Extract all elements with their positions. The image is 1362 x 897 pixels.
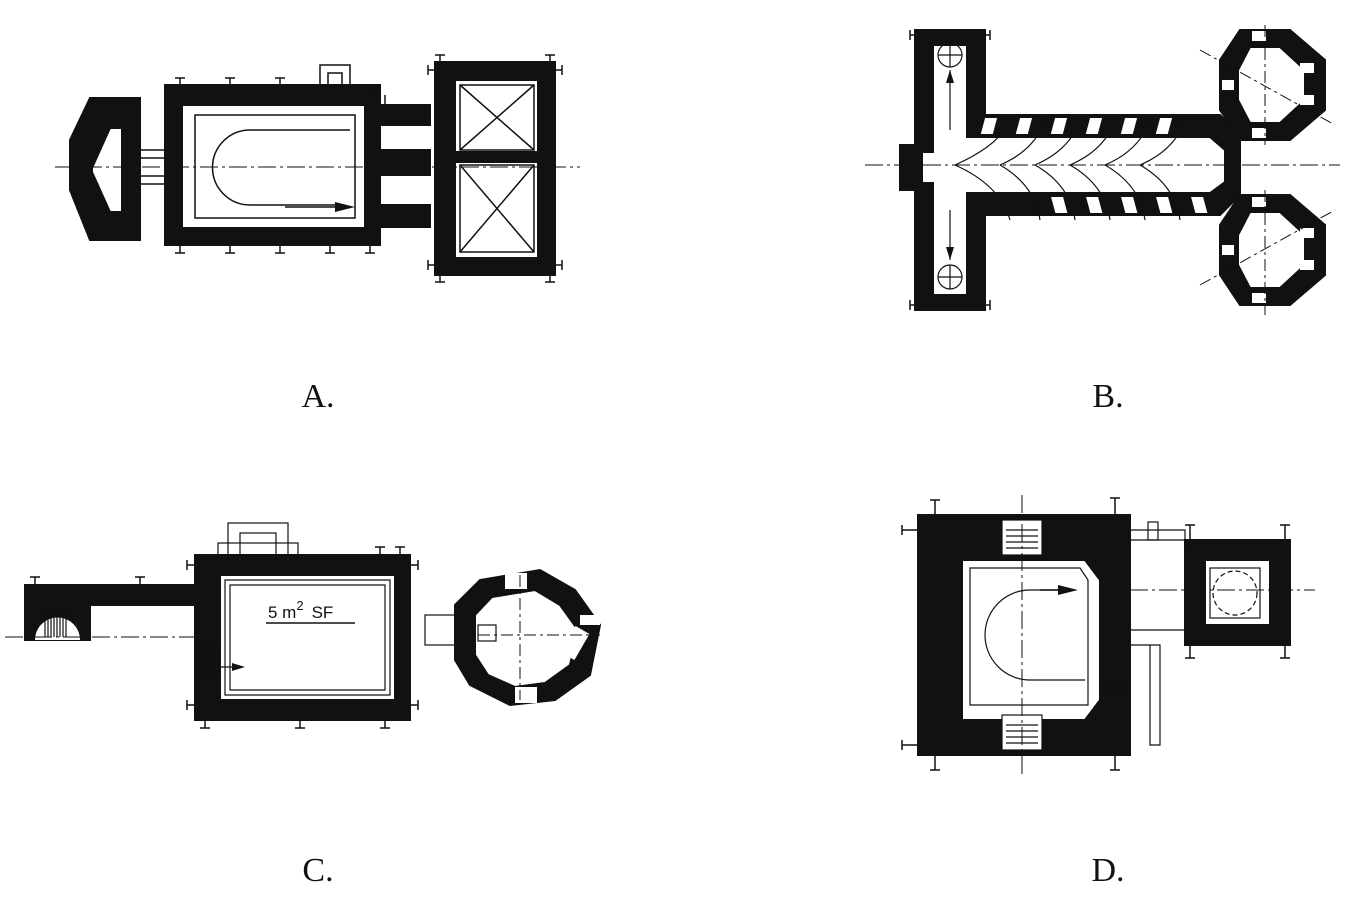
kiln-plan-d xyxy=(890,490,1320,780)
kiln-plan-a-drawing xyxy=(55,54,580,283)
kiln-plan-b-drawing xyxy=(865,25,1340,315)
caption-c: C. xyxy=(302,852,334,889)
kiln-plan-a xyxy=(50,40,590,290)
caption-d: D. xyxy=(1091,852,1125,889)
kiln-plan-d-drawing xyxy=(901,495,1315,778)
caption-b: B. xyxy=(1092,378,1124,415)
kiln-plan-b xyxy=(860,25,1350,325)
caption-a: A. xyxy=(301,378,335,415)
